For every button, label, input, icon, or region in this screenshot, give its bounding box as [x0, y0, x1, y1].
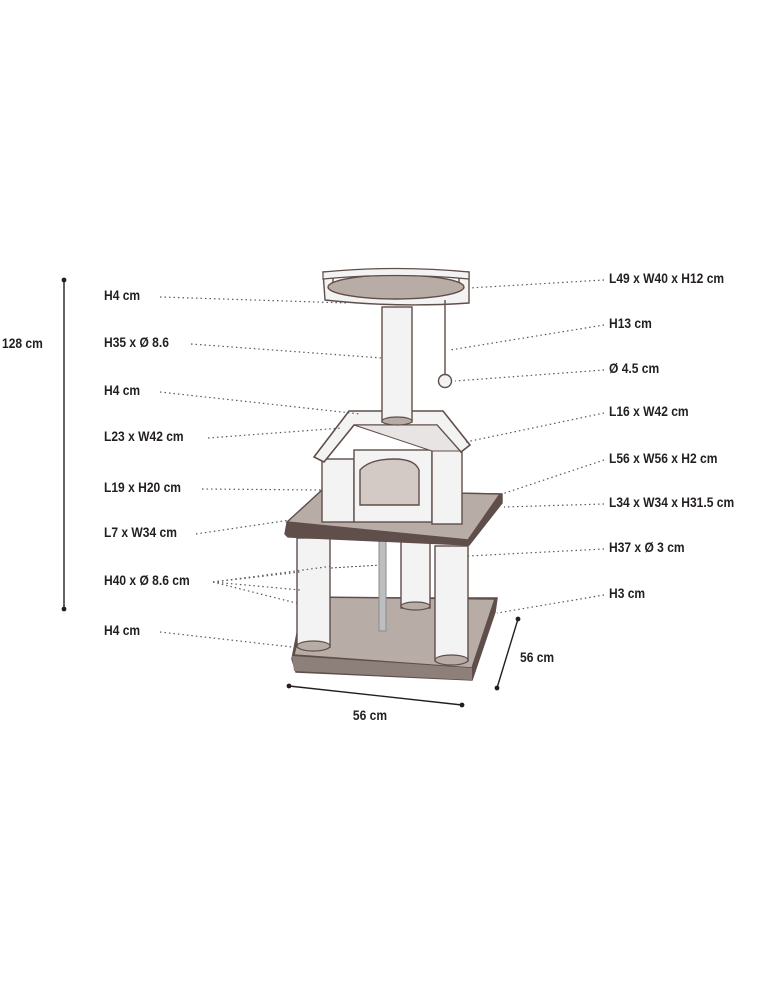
leader-lines-left: [159, 296, 383, 648]
label-top-platform-height: H4 cm: [104, 287, 141, 303]
label-toy-string-height: H13 cm: [609, 315, 652, 331]
label-base-board-height: H4 cm: [104, 622, 141, 638]
label-top-platform-size: L49 x W40 x H12 cm: [609, 270, 725, 286]
back-post-lower: [400, 534, 431, 611]
overall-depth-dimension: [494, 616, 521, 691]
label-house-entrance-size: L19 x H20 cm: [104, 479, 181, 495]
label-middle-board-edge: L7 x W34 cm: [104, 524, 177, 540]
cave-house: [312, 410, 472, 525]
label-house-roof-height: H4 cm: [104, 382, 141, 398]
label-middle-board-size: L56 x W56 x H2 cm: [609, 450, 718, 466]
label-ball-diameter: Ø 4.5 cm: [609, 360, 660, 376]
top-platform: [322, 267, 470, 306]
leader-lines-right: [449, 279, 605, 614]
label-overall-width: 56 cm: [352, 707, 388, 723]
overall-width-dimension: [286, 683, 465, 708]
label-house-size: L34 x W34 x H31.5 cm: [609, 494, 735, 510]
label-house-roof-size: L23 x W42 cm: [104, 428, 184, 444]
label-overall-depth: 56 cm: [520, 649, 555, 665]
front-right-post-lower: [434, 545, 469, 666]
label-lower-post-size: H40 x Ø 8.6 cm: [104, 572, 190, 588]
label-base-board-right-height: H3 cm: [609, 585, 646, 601]
label-upper-post-size: H35 x Ø 8.6: [104, 334, 169, 350]
back-post-left-lower: [330, 564, 382, 569]
hanging-ball-toy: [437, 300, 453, 389]
label-roof-side-size: L16 x W42 cm: [609, 403, 689, 419]
overall-height-dimension: [61, 277, 67, 612]
upper-post: [381, 306, 413, 426]
label-overall-height: 128 cm: [2, 335, 43, 351]
front-left-post-lower: [296, 537, 331, 652]
label-rope-size: H37 x Ø 3 cm: [609, 539, 685, 555]
